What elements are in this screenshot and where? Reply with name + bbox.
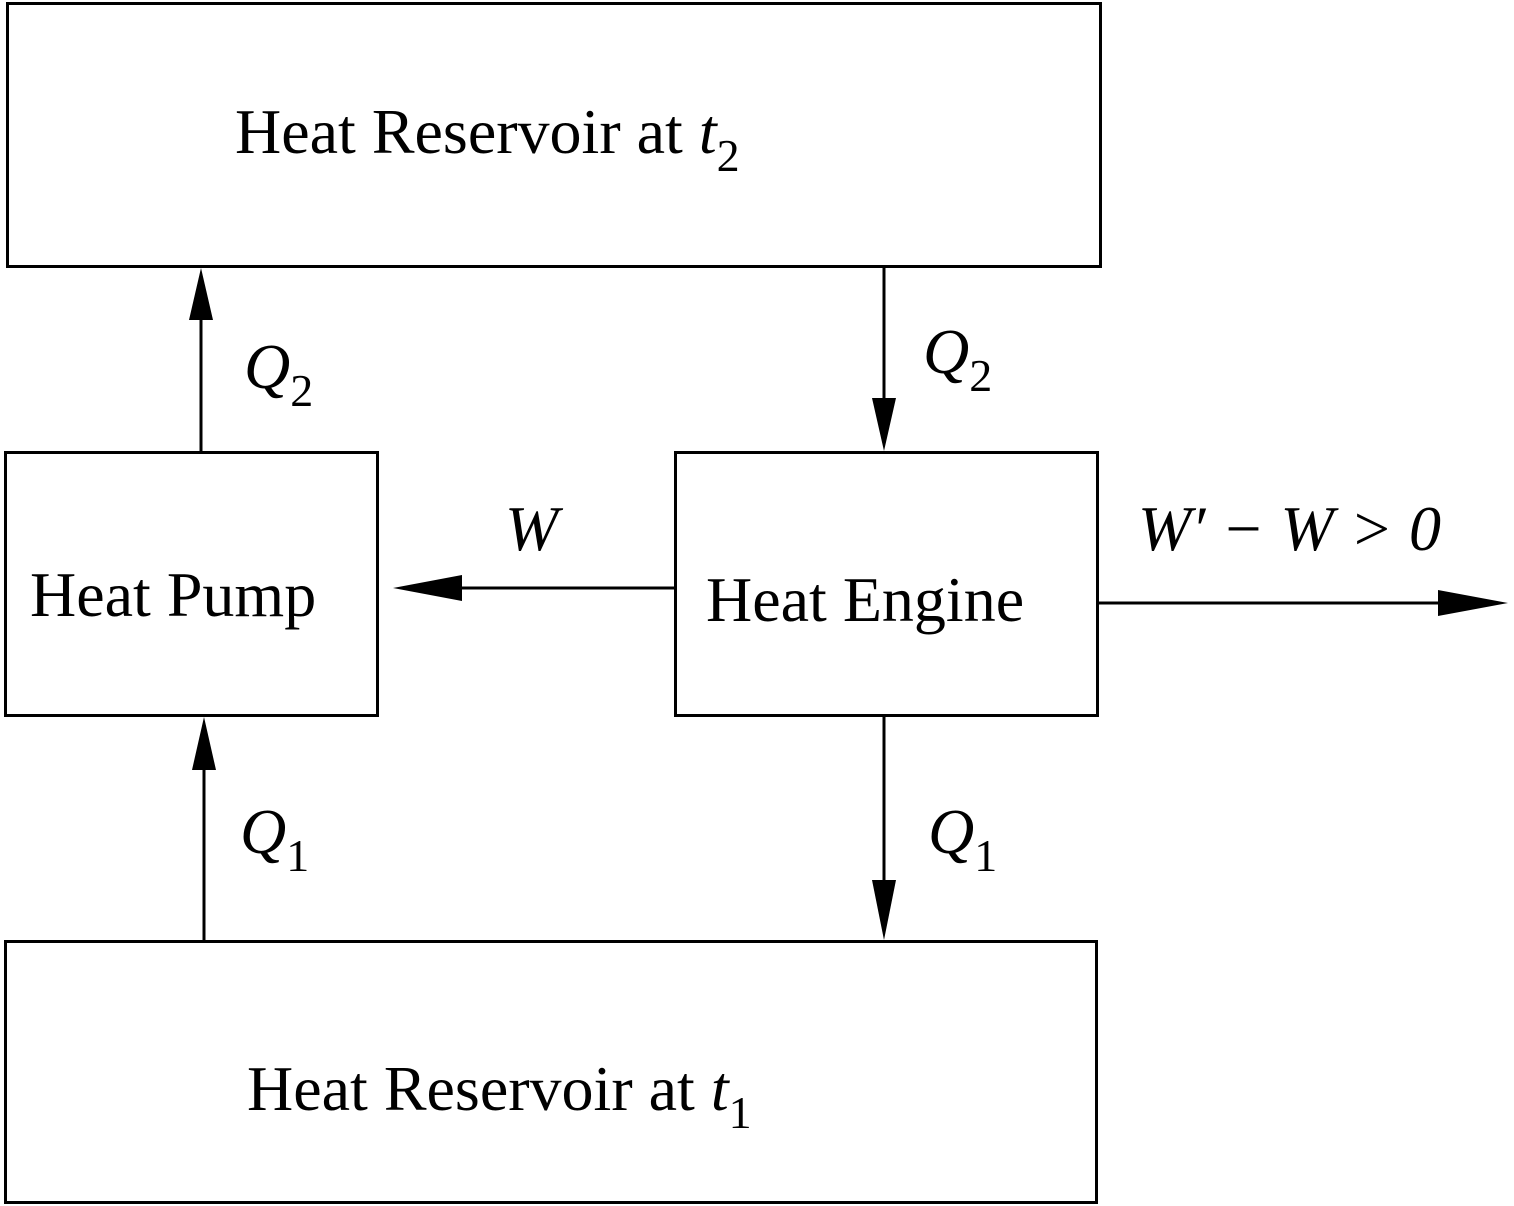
q2-pump-label: Q2: [244, 335, 313, 414]
work-label: W: [505, 497, 558, 561]
q2-engine-sub: 2: [969, 350, 993, 401]
heat-reservoir-bottom: [4, 940, 1098, 1204]
net-work-label: W′ − W > 0: [1138, 497, 1441, 561]
reservoir-bottom-label: Heat Reservoir at t1: [247, 1057, 752, 1136]
reservoir-top-sub: 2: [716, 130, 740, 181]
heat-reservoir-top: [6, 2, 1102, 268]
heat-pump-box: [4, 451, 379, 717]
net-work-text: W′ − W > 0: [1138, 493, 1441, 564]
q1-engine-sub: 1: [974, 830, 998, 881]
heat-pump-label: Heat Pump: [30, 563, 316, 627]
q2-engine-label: Q2: [923, 320, 992, 399]
reservoir-bottom-text: Heat Reservoir at: [247, 1053, 711, 1124]
q2-pump-sub: 2: [290, 365, 314, 416]
reservoir-top-label: Heat Reservoir at t2: [235, 100, 740, 179]
reservoir-bottom-var: t: [710, 1053, 729, 1124]
engine-to-pump-arrowhead: [393, 575, 462, 601]
heat-engine-text: Heat Engine: [706, 564, 1025, 635]
q2-pump-var: Q: [244, 331, 291, 402]
q1-pump-sub: 1: [286, 830, 310, 881]
reservoir-top-var: t: [698, 96, 717, 167]
pump-to-top-arrowhead: [189, 268, 213, 320]
engine-output-arrowhead: [1438, 590, 1508, 616]
bottom-to-pump-arrowhead: [192, 717, 216, 770]
engine-to-bottom-arrowhead: [872, 880, 896, 940]
q1-pump-label: Q1: [240, 800, 309, 879]
work-var: W: [505, 493, 559, 564]
heat-engine-box: [674, 451, 1099, 717]
reservoir-bottom-sub: 1: [728, 1087, 752, 1138]
reservoir-top-text: Heat Reservoir at: [235, 96, 699, 167]
heat-engine-label: Heat Engine: [706, 568, 1024, 632]
q1-engine-var: Q: [928, 796, 975, 867]
q1-pump-var: Q: [240, 796, 287, 867]
top-to-engine-arrowhead: [872, 398, 896, 451]
q2-engine-var: Q: [923, 316, 970, 387]
q1-engine-label: Q1: [928, 800, 997, 879]
heat-pump-text: Heat Pump: [30, 559, 317, 630]
